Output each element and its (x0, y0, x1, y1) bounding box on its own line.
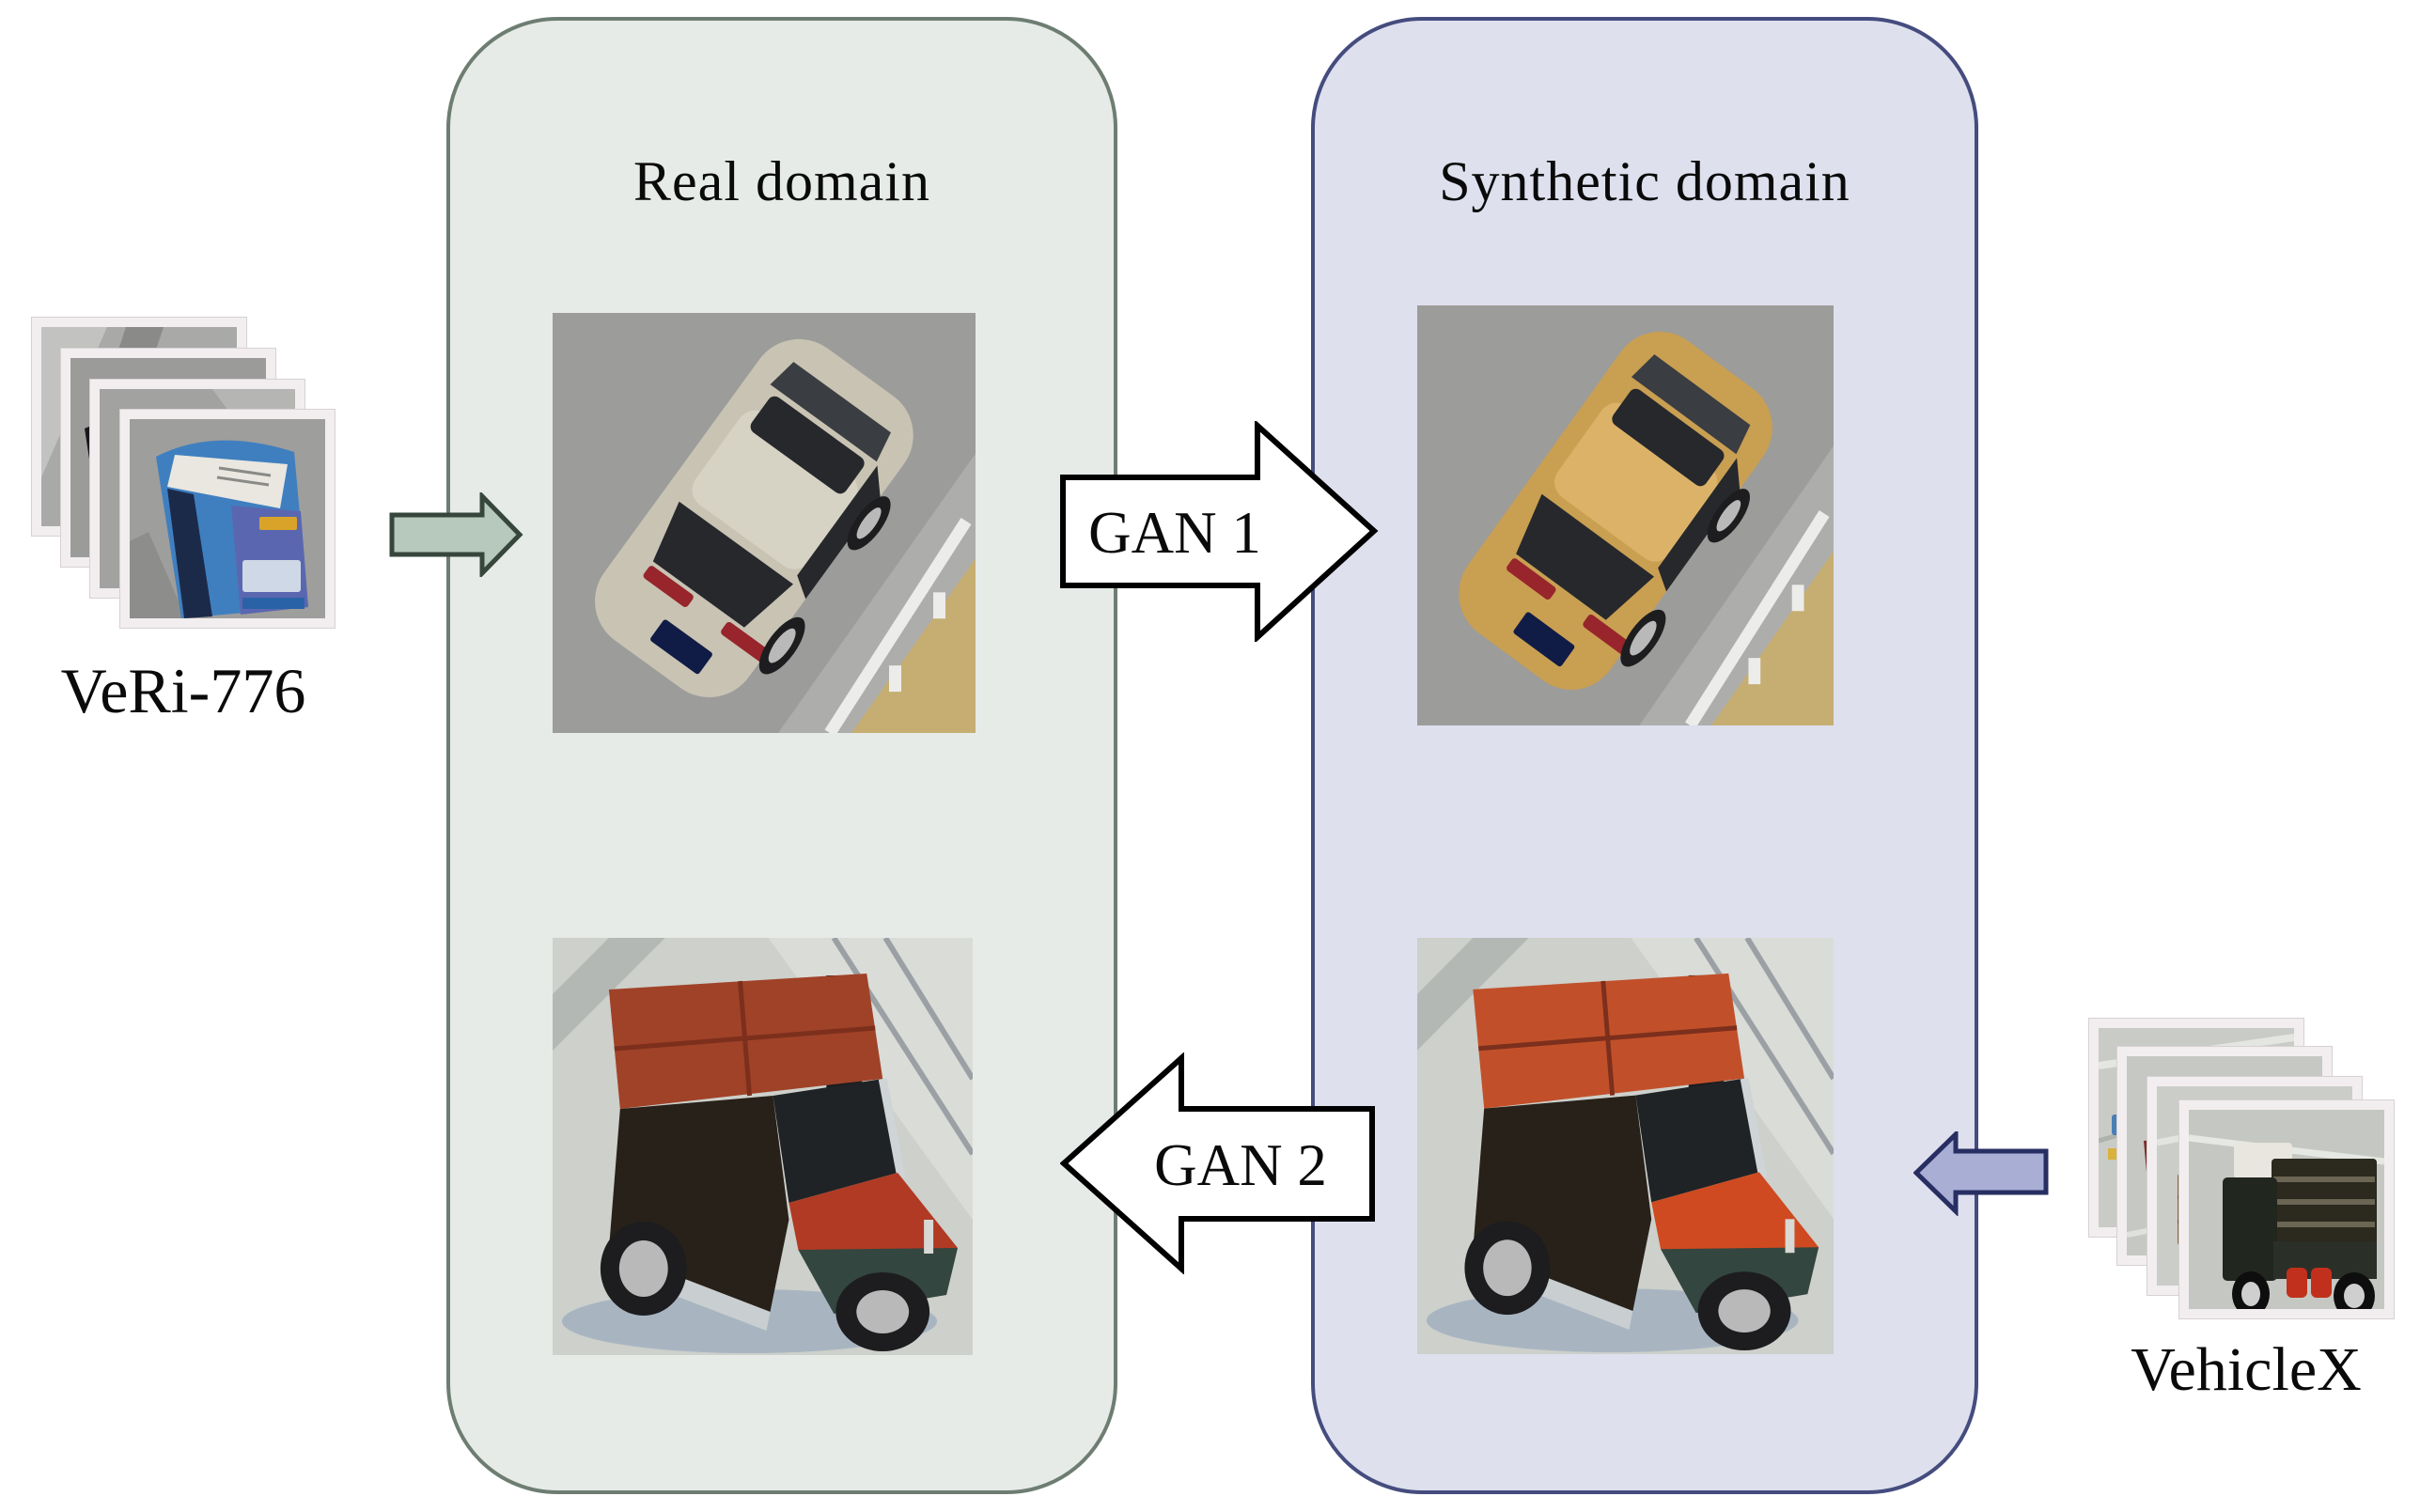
synthetic-domain-title: Synthetic domain (1439, 150, 1850, 212)
veri-stack-photo-4 (119, 409, 336, 629)
vehiclex-dataset-label: VehicleX (2131, 1335, 2362, 1404)
veri-input-arrow-icon (389, 492, 523, 577)
truck-with-red-barrels-illustration (2189, 1110, 2384, 1309)
veri-dataset-label: VeRi-776 (60, 655, 306, 726)
vehiclex-stack-photo-4 (2178, 1099, 2395, 1319)
blue-bus-rear-illustration (130, 419, 325, 618)
vehiclex-input-arrow-icon (1913, 1131, 2049, 1216)
gan2-arrow-left-icon: GAN 2 (1060, 1052, 1375, 1274)
silver-sedan-illustration (553, 313, 976, 733)
real-jeep-photo (553, 938, 973, 1355)
gan2-label: GAN 2 (1154, 1132, 1327, 1198)
synthetic-sedan-photo (1417, 305, 1834, 725)
gold-sedan-illustration (1417, 305, 1834, 725)
synthetic-jeep-photo (1417, 938, 1834, 1354)
gan1-arrow-right-icon: GAN 1 (1060, 421, 1379, 642)
orange-red-jeep-illustration (1417, 938, 1834, 1354)
real-sedan-photo (553, 313, 976, 733)
gan1-label: GAN 1 (1088, 500, 1261, 566)
real-domain-title: Real domain (633, 150, 930, 212)
dark-red-jeep-illustration (553, 938, 973, 1355)
